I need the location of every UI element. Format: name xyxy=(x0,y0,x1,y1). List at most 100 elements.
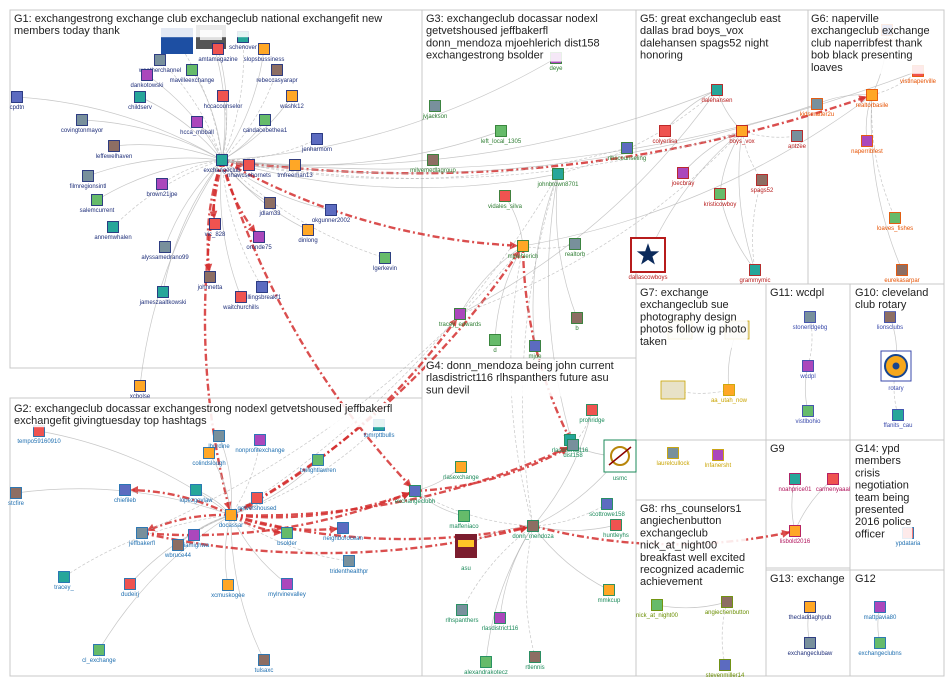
node-tempo59160910[interactable]: tempo59160910 xyxy=(17,425,61,446)
node-rlhspanthers[interactable]: rlhspanthers xyxy=(445,604,479,625)
node-oronde75[interactable]: oronde75 xyxy=(246,231,272,252)
node-dankotowski[interactable]: dankotowski xyxy=(130,69,164,90)
node-childserv[interactable]: childserv xyxy=(128,91,152,112)
node-chiefileb[interactable]: chiefileb xyxy=(114,484,137,505)
node-joecbray[interactable]: joecbray xyxy=(671,167,695,188)
node-spags52[interactable]: spags52 xyxy=(751,174,774,195)
node-grammymic[interactable]: grammymic xyxy=(740,264,771,285)
node-wcdpl[interactable]: wcdpl xyxy=(799,360,816,381)
node-dallascowboys[interactable]: dallascowboys xyxy=(628,237,668,281)
node-tridenthealthpr[interactable]: tridenthealthpr xyxy=(330,555,368,576)
node-exchangeclubns[interactable]: exchangeclubns xyxy=(858,637,902,658)
node-jdlam33[interactable]: jdlam33 xyxy=(258,197,281,218)
node-stevenmiller14[interactable]: stevenmiller14 xyxy=(706,659,745,680)
node-washk12[interactable]: washk12 xyxy=(279,90,305,111)
node-miamighwa[interactable]: miamighwa xyxy=(179,529,210,550)
node-brown21jpe[interactable]: brown21jpe xyxy=(146,178,178,199)
node-rihscounseling[interactable]: rihscounseling xyxy=(608,142,646,163)
node-docassar[interactable]: docassar xyxy=(219,509,243,530)
node-exchangeclubh[interactable]: exchangeclubh xyxy=(395,485,435,506)
node-realtorb[interactable]: realtorb xyxy=(565,238,586,259)
node-filmregionsintl[interactable]: filmregionsintl xyxy=(70,170,107,191)
node-jvjackson[interactable]: jvjackson xyxy=(422,100,448,121)
node-boys-vox[interactable]: boys_vox xyxy=(729,125,755,146)
node-jameszaaltkowski[interactable]: jameszaaltkowski xyxy=(139,286,187,307)
node-alexandrakotecz[interactable]: alexandrakotecz xyxy=(464,656,508,677)
node-tracey-[interactable]: tracey_ xyxy=(54,571,74,592)
node-kristicowboy[interactable]: kristicowboy xyxy=(704,188,737,209)
node-covingtonmayor[interactable]: covingtonmayor xyxy=(61,114,103,135)
node-billingsbreakf1[interactable]: billingsbreakf1 xyxy=(243,281,282,302)
node-jenharmom[interactable]: jenharmom xyxy=(301,133,332,154)
node-lnfanersht[interactable]: lnfanersht xyxy=(705,449,732,470)
node-bsolder[interactable]: bsolder xyxy=(277,527,297,548)
node-colindslough[interactable]: colindslough xyxy=(192,447,226,468)
node-rebeccasyarapr[interactable]: rebeccasyarapr xyxy=(256,64,298,85)
node-vidales-silva[interactable]: vidales_silva xyxy=(488,190,523,211)
node-alyssamedrano99[interactable]: alyssamedrano99 xyxy=(141,241,189,262)
node-tracey-edwards[interactable]: tracey_edwards xyxy=(439,308,481,329)
node-realtorbasile[interactable]: realtorbasile xyxy=(856,89,889,110)
node-xcmuskogee[interactable]: xcmuskogee xyxy=(211,579,246,600)
node-cpdtn[interactable]: cpdtn xyxy=(10,91,25,112)
node-rtlennis[interactable]: rtlennis xyxy=(525,651,545,672)
node-milvemedlagroup[interactable]: milvemedlagroup xyxy=(410,154,457,175)
node-mjoehlerich[interactable]: mjoehlerich xyxy=(508,240,539,261)
node-stonerldgebg[interactable]: stonerldgebg xyxy=(793,311,828,332)
node-scottrowe158[interactable]: scottrowe158 xyxy=(589,498,626,519)
node-prohridge[interactable]: prohridge xyxy=(579,404,605,425)
node-aa-utah-now[interactable]: aa_utah_now xyxy=(711,384,748,405)
node-stcfire[interactable]: stcfire xyxy=(8,487,25,508)
node-naperribfest[interactable]: naperribfest xyxy=(851,135,883,156)
node-leffewelhaven[interactable]: leffewelhaven xyxy=(96,140,133,161)
node-left-local-1305[interactable]: left_local_1305 xyxy=(481,125,522,146)
node-asu[interactable]: asu xyxy=(455,534,477,572)
node-johnnetta[interactable]: johnnetta xyxy=(197,271,223,292)
node-nick-at-night00[interactable]: nick_at_night00 xyxy=(636,599,679,620)
node-exchangeclubaw[interactable]: exchangeclubaw xyxy=(788,637,833,658)
node-okgunner2002[interactable]: okgunner2002 xyxy=(312,204,351,225)
node-lopezgovlaw[interactable]: lopezgovlaw xyxy=(179,484,213,505)
node-tmfreeman13[interactable]: tmfreeman13 xyxy=(277,159,313,180)
node-tulsaxc[interactable]: tulsaxc xyxy=(255,654,274,675)
node-dudeirj[interactable]: dudeirj xyxy=(121,578,139,599)
node-b-node[interactable]: b xyxy=(571,312,583,333)
node-waitchurchills[interactable]: waitchurchills xyxy=(222,291,259,312)
node-nonprofitexchange[interactable]: nonprofitexchange xyxy=(235,434,285,455)
node-dalehansen[interactable]: dalehansen xyxy=(701,84,733,105)
node-vic-828[interactable]: vic_828 xyxy=(205,218,226,239)
node-mylrvinevalley[interactable]: mylrvinevalley xyxy=(268,578,306,599)
node-eurekasarpar[interactable]: eurekasarpar xyxy=(884,264,920,285)
node-getvetshoused[interactable]: getvetshoused xyxy=(237,492,277,513)
node-mavilleexchange[interactable]: mavilleexchange xyxy=(170,64,215,85)
node-cl-exchange[interactable]: cl_exchange xyxy=(82,644,117,665)
node-nhawcsehornets[interactable]: nhawcsehornets xyxy=(227,159,271,180)
node-annemwhalen[interactable]: annemwhalen xyxy=(94,221,132,242)
node-rlasexchange[interactable]: rlasexchange xyxy=(443,461,480,482)
node-lionsclubs[interactable]: lionsclubs xyxy=(877,311,903,332)
node-jeffbakerfl[interactable]: jeffbakerfl xyxy=(128,527,155,548)
node-weatherchannel-l[interactable]: weatherchannel xyxy=(138,54,181,75)
node-salemcurrent[interactable]: salemcurrent xyxy=(80,194,115,215)
node-maffeniaco[interactable]: maffeniaco xyxy=(449,510,479,531)
node-hccacounselor[interactable]: hccacounselor xyxy=(204,90,243,111)
node-slopsbussiness[interactable]: slopsbussiness xyxy=(244,43,285,64)
node-lisbold2016[interactable]: lisbold2016 xyxy=(780,525,811,546)
node-colyerlisa[interactable]: colyerlisa xyxy=(652,125,678,146)
node-d-node[interactable]: d xyxy=(489,334,501,355)
node-g7-c[interactable] xyxy=(660,380,686,400)
node-vistlbohio[interactable]: vistlbohio xyxy=(795,405,821,426)
node-xcbolse[interactable]: xcbolse xyxy=(130,380,151,401)
node-mmkcup[interactable]: mmkcup xyxy=(598,584,621,605)
node-dist158[interactable]: dist158 xyxy=(563,439,583,460)
node-laurelcullock[interactable]: laurelcullock xyxy=(656,447,691,468)
node-rlasdistrict116-l[interactable]: rlasdistrict116 xyxy=(482,612,519,633)
node-lgerkevin[interactable]: lgerkevin xyxy=(373,252,397,273)
node-ffanits-cau[interactable]: ffanits_cau xyxy=(884,409,913,430)
node-johnbrown8701[interactable]: johnbrown8701 xyxy=(536,168,579,189)
node-twilightlawren[interactable]: twilightlawren xyxy=(300,454,336,475)
node-donn-mendoza[interactable]: donn_mendoza xyxy=(512,520,554,541)
node-thecladdaghpub[interactable]: thecladdaghpub xyxy=(789,601,832,622)
node-mjoe[interactable]: mjoe xyxy=(528,340,542,361)
node-huntleyhs[interactable]: huntleyhs xyxy=(603,519,629,540)
